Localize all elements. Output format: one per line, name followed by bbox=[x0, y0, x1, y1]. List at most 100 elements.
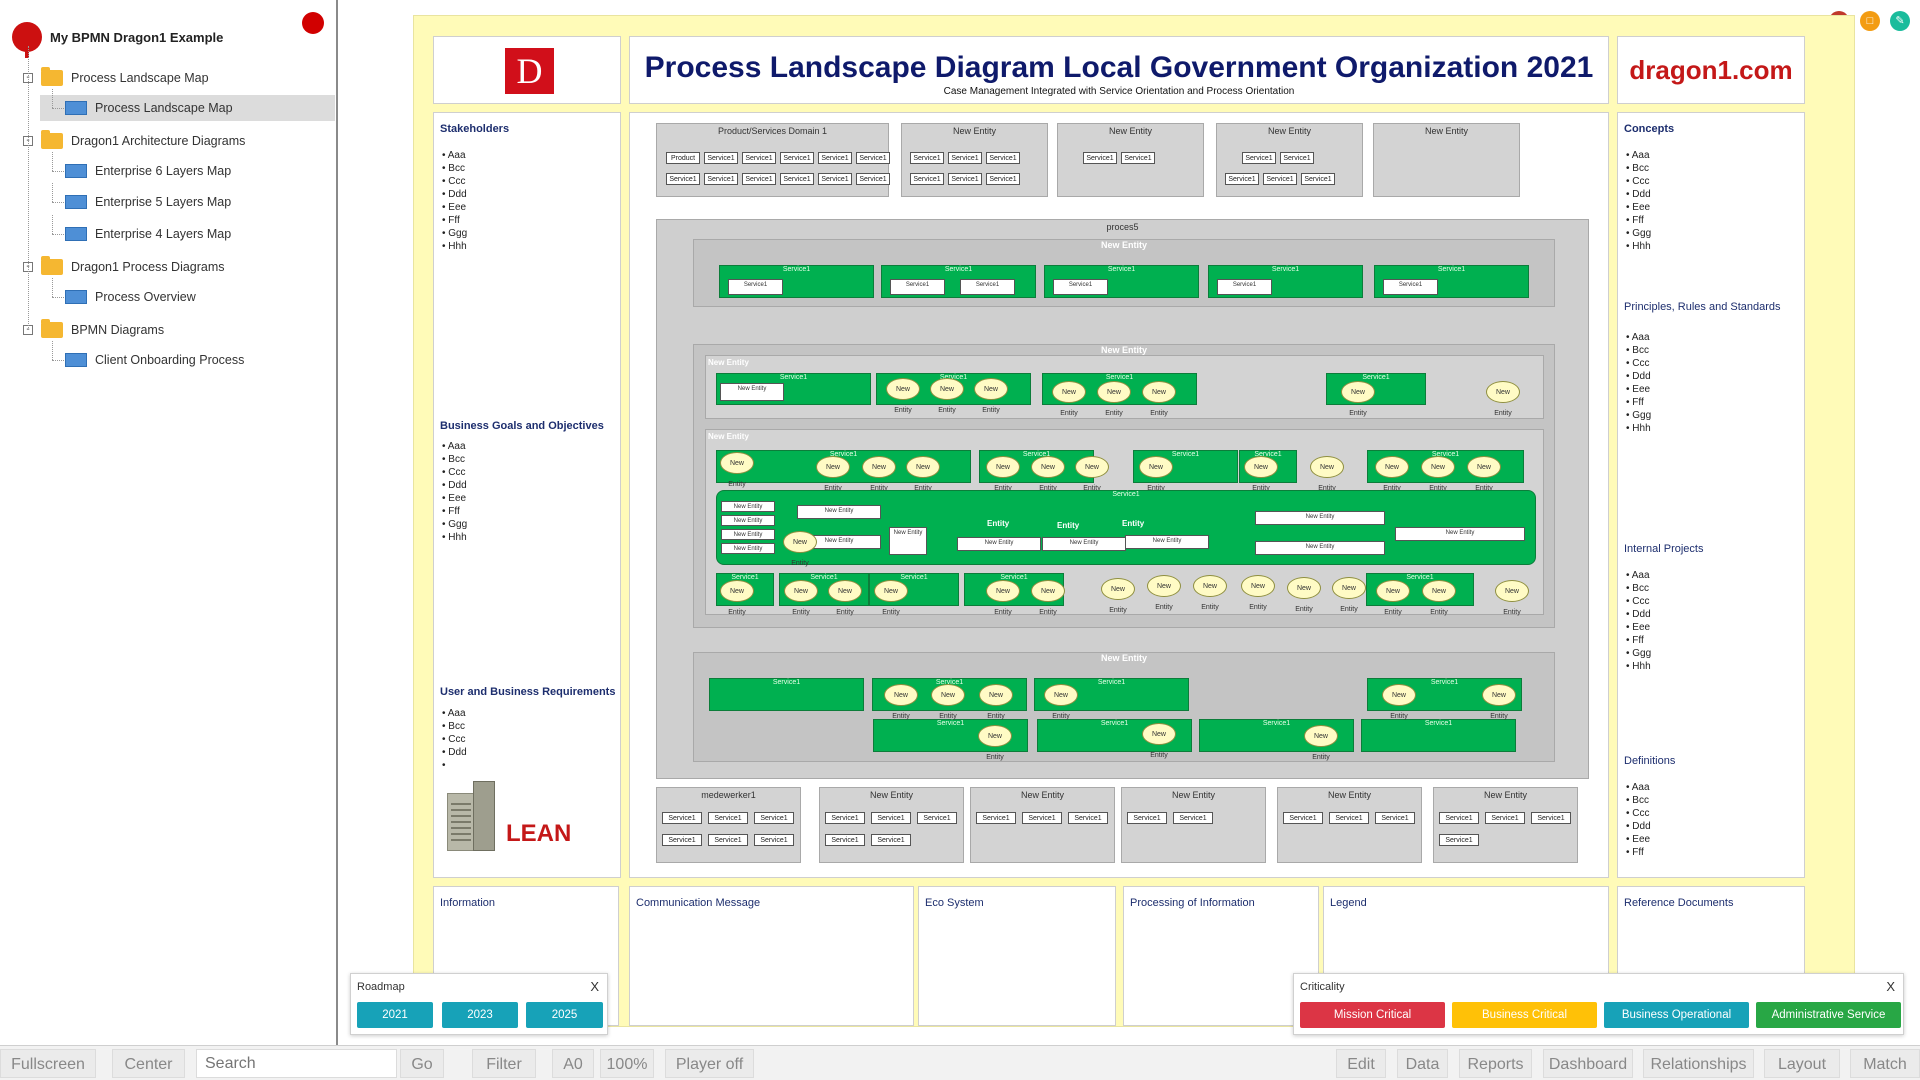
entity-ellipse[interactable]: New Entity bbox=[1052, 381, 1086, 417]
service-box[interactable]: Service1 bbox=[1301, 173, 1335, 185]
service-box[interactable]: Service1 bbox=[742, 173, 776, 185]
tree-item-dragon1-process-diagrams[interactable]: Dragon1 Process Diagrams bbox=[41, 254, 301, 280]
comment-icon[interactable]: □ bbox=[1860, 11, 1880, 31]
roadmap-2025-button[interactable]: 2025 bbox=[526, 1002, 603, 1028]
data-button[interactable]: Data bbox=[1397, 1049, 1448, 1078]
dashboard-button[interactable]: Dashboard bbox=[1543, 1049, 1633, 1078]
service-box[interactable]: Service1 bbox=[1263, 173, 1297, 185]
service-box[interactable]: Service1 bbox=[1022, 812, 1062, 824]
mission-critical-button[interactable]: Mission Critical bbox=[1300, 1002, 1445, 1028]
entity-ellipse[interactable]: New Entity bbox=[1376, 580, 1410, 616]
service-box[interactable]: Service1 bbox=[1439, 834, 1479, 846]
entity-ellipse[interactable]: New Entity bbox=[1101, 578, 1135, 614]
service-box[interactable]: Service1 bbox=[1217, 279, 1272, 295]
service-box[interactable]: Service1 bbox=[871, 812, 911, 824]
entity-ellipse[interactable]: New Entity bbox=[1044, 684, 1078, 720]
entity-ellipse[interactable]: New Entity bbox=[886, 378, 920, 414]
service-box[interactable]: Service1 bbox=[948, 152, 982, 164]
service-box[interactable]: Product bbox=[666, 152, 700, 164]
entity-ellipse[interactable]: New Entity bbox=[784, 580, 818, 616]
service-box[interactable]: Service1 bbox=[960, 279, 1015, 295]
service-box[interactable]: Service1 bbox=[662, 812, 702, 824]
player-button[interactable]: Player off bbox=[665, 1049, 754, 1078]
service-block[interactable]: Service1 bbox=[716, 373, 871, 405]
entity-ellipse[interactable]: New Entity bbox=[1421, 456, 1455, 492]
entity-ellipse[interactable]: New Entity bbox=[1142, 381, 1176, 417]
entity-box[interactable]: New Entity bbox=[721, 515, 775, 526]
service-box[interactable]: Service1 bbox=[754, 834, 794, 846]
entity-ellipse[interactable]: New Entity bbox=[974, 378, 1008, 414]
service-box[interactable]: Service1 bbox=[662, 834, 702, 846]
layout-button[interactable]: Layout bbox=[1764, 1049, 1840, 1078]
service-box[interactable]: Service1 bbox=[1439, 812, 1479, 824]
entity-ellipse[interactable]: New Entity bbox=[1244, 456, 1278, 492]
entity-ellipse[interactable]: New Entity bbox=[1341, 381, 1375, 417]
service-box[interactable]: Service1 bbox=[728, 279, 783, 295]
service-box[interactable]: Service1 bbox=[704, 173, 738, 185]
service-box[interactable]: Service1 bbox=[1225, 173, 1259, 185]
communication-box[interactable]: Communication Message bbox=[629, 886, 914, 1026]
service-box[interactable]: Service1 bbox=[754, 812, 794, 824]
entity-box[interactable]: New Entity bbox=[721, 543, 775, 554]
roadmap-2023-button[interactable]: 2023 bbox=[442, 1002, 518, 1028]
business-critical-button[interactable]: Business Critical bbox=[1452, 1002, 1597, 1028]
entity-box[interactable]: New Entity bbox=[957, 537, 1041, 551]
service-box[interactable]: Service1 bbox=[1531, 812, 1571, 824]
service-box[interactable]: Service1 bbox=[818, 173, 852, 185]
entity-ellipse[interactable]: New Entity bbox=[979, 684, 1013, 720]
service-box[interactable]: Service1 bbox=[856, 152, 890, 164]
service-box[interactable]: Service1 bbox=[910, 173, 944, 185]
entity-box[interactable]: New Entity bbox=[1255, 511, 1385, 525]
entity-box[interactable]: New Entity bbox=[721, 529, 775, 540]
diagram-canvas[interactable]: D Process Landscape Diagram Local Govern… bbox=[413, 15, 1855, 1027]
service-box[interactable]: Service1 bbox=[1383, 279, 1438, 295]
service-box[interactable]: Service1 bbox=[1127, 812, 1167, 824]
service-box[interactable]: Service1 bbox=[1242, 152, 1276, 164]
entity-ellipse[interactable]: New Entity bbox=[1332, 577, 1366, 613]
service-box[interactable]: Service1 bbox=[986, 152, 1020, 164]
service-box[interactable]: Service1 bbox=[986, 173, 1020, 185]
entity-ellipse[interactable]: New Entity bbox=[978, 725, 1012, 761]
entity-group[interactable]: New Entity bbox=[1373, 123, 1520, 197]
entity-box[interactable]: New Entity bbox=[1255, 541, 1385, 555]
entity-ellipse[interactable]: New Entity bbox=[816, 456, 850, 492]
match-button[interactable]: Match bbox=[1850, 1049, 1920, 1078]
entity-ellipse[interactable]: New Entity bbox=[1075, 456, 1109, 492]
tree-item-bpmn-diagrams[interactable]: BPMN Diagrams bbox=[41, 317, 301, 343]
entity-box[interactable]: New Entity bbox=[797, 505, 881, 519]
title-box[interactable]: Process Landscape Diagram Local Governme… bbox=[629, 36, 1609, 104]
entity-ellipse[interactable]: New Entity bbox=[720, 580, 754, 616]
tree-item-enterprise-6-layers-map[interactable]: Enterprise 6 Layers Map bbox=[40, 158, 335, 184]
tree-root[interactable]: My BPMN Dragon1 Example bbox=[12, 22, 223, 58]
tree-item-process-overview[interactable]: Process Overview bbox=[40, 284, 335, 310]
tree-item-enterprise-4-layers-map[interactable]: Enterprise 4 Layers Map bbox=[40, 221, 335, 247]
tree-item-process-landscape-map[interactable]: Process Landscape Map bbox=[40, 95, 335, 121]
status-dot[interactable] bbox=[302, 12, 324, 34]
service-box[interactable]: Service1 bbox=[708, 834, 748, 846]
service-box[interactable]: Service1 bbox=[704, 152, 738, 164]
service-box[interactable]: Service1 bbox=[890, 279, 945, 295]
entity-ellipse[interactable]: New Entity bbox=[1422, 580, 1456, 616]
tree-item-client-onboarding-process[interactable]: Client Onboarding Process bbox=[40, 347, 335, 373]
entity-ellipse[interactable]: New Entity bbox=[930, 378, 964, 414]
service-block[interactable]: Service1 bbox=[1361, 719, 1516, 752]
service-box[interactable]: Service1 bbox=[666, 173, 700, 185]
service-box[interactable]: Service1 bbox=[910, 152, 944, 164]
administrative-service-button[interactable]: Administrative Service bbox=[1756, 1002, 1901, 1028]
entity-ellipse[interactable]: New Entity bbox=[1031, 580, 1065, 616]
criticality-close-button[interactable]: X bbox=[1886, 979, 1895, 994]
edit-icon[interactable]: ✎ bbox=[1890, 11, 1910, 31]
entity-ellipse[interactable]: New Entity bbox=[884, 684, 918, 720]
entity-ellipse[interactable]: New Entity bbox=[1375, 456, 1409, 492]
service-box[interactable]: Service1 bbox=[818, 152, 852, 164]
